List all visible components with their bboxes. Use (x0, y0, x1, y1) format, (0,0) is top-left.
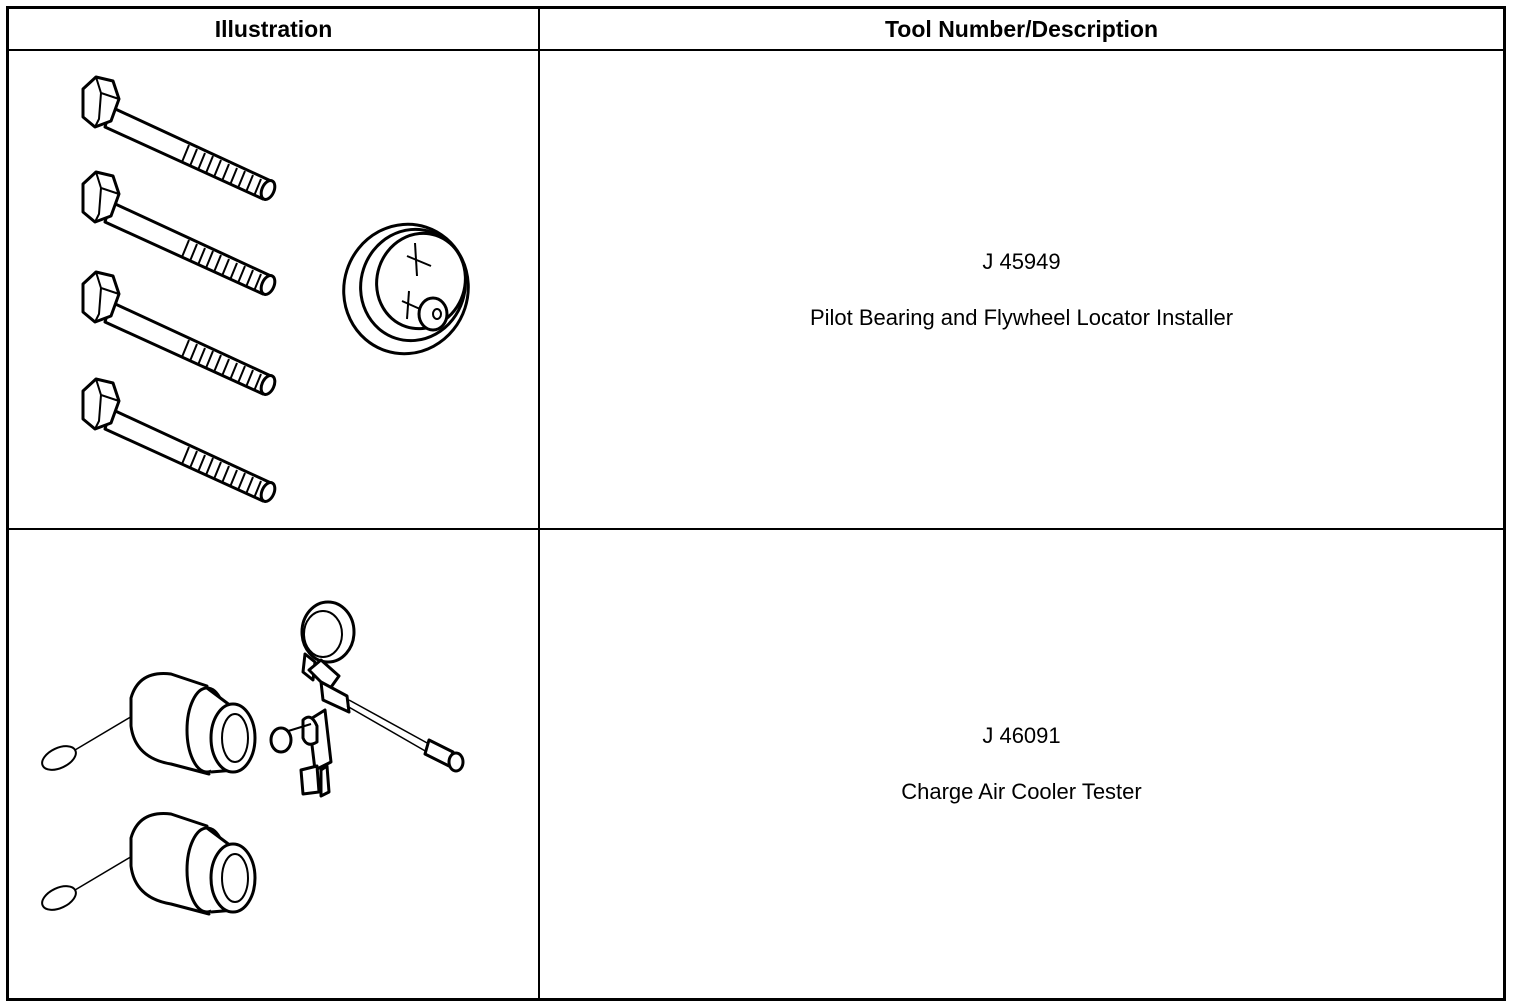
bolt-4 (81, 377, 280, 506)
description-cell: J 46091 Charge Air Cooler Tester (540, 530, 1503, 998)
charge-air-cooler-tester-illustration (36, 600, 465, 917)
tool-number: J 45949 (982, 248, 1061, 274)
tool-description: Charge Air Cooler Tester (901, 779, 1142, 804)
illustration-cell (9, 530, 540, 998)
table-row: J 45949 Pilot Bearing and Flywheel Locat… (9, 51, 1503, 530)
adapter-plug-2 (36, 812, 257, 917)
adapter-plug-1 (36, 672, 257, 777)
tool-description: Pilot Bearing and Flywheel Locator Insta… (809, 304, 1234, 330)
bolts-and-locator-illustration (81, 75, 470, 506)
table-header-row: Illustration Tool Number/Description (9, 9, 1503, 51)
illustration-cell (9, 51, 540, 528)
bolt-3 (81, 270, 280, 399)
header-illustration: Illustration (9, 9, 540, 49)
tool-number: J 46091 (982, 723, 1061, 748)
gauge-assembly (269, 600, 465, 798)
table-row: J 46091 Charge Air Cooler Tester (9, 530, 1503, 998)
locator-installer (342, 222, 470, 356)
description-cell: J 45949 Pilot Bearing and Flywheel Locat… (540, 51, 1503, 528)
tool-table: Illustration Tool Number/Description (6, 6, 1506, 1001)
header-tool-description: Tool Number/Description (884, 15, 1159, 42)
